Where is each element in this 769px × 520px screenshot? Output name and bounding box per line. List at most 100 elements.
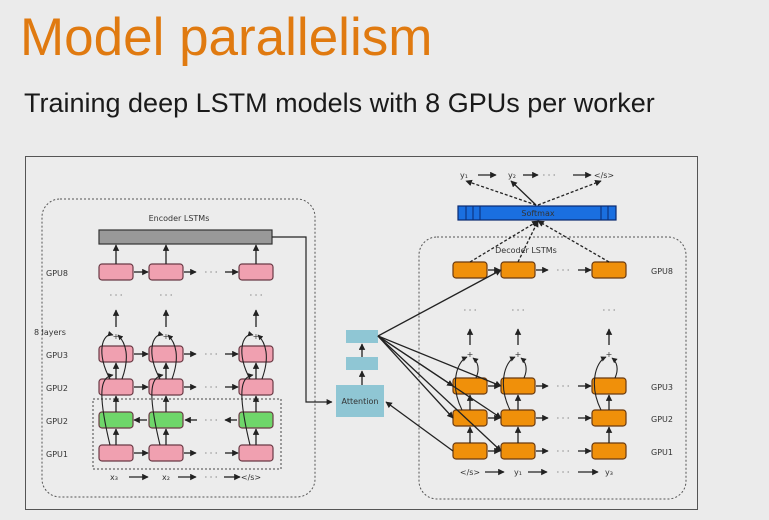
encoder-ellipsis: · · ·: [205, 268, 218, 277]
encoder-lstm-cell: [148, 345, 184, 363]
decoder-sum-node: +: [606, 350, 613, 359]
encoder-residual-connection: [241, 373, 254, 446]
decoder-lstm-cell: [452, 442, 488, 460]
output-token: </s>: [594, 171, 614, 180]
decoder-gpu-label: GPU3: [651, 383, 673, 392]
attention-context-line: [377, 269, 502, 337]
output-token: y₂: [508, 171, 516, 180]
encoder-residual-connection: [117, 334, 127, 380]
decoder-lstm-cell: [500, 261, 536, 279]
decoder-ellipsis: · · ·: [557, 414, 570, 423]
attention-label: Attention: [342, 397, 379, 406]
softmax-to-output-line: [537, 180, 602, 206]
encoder-output-bar: [98, 229, 273, 245]
encoder-input-token: </s>: [241, 473, 261, 482]
decoder-to-softmax-line: [469, 220, 539, 263]
decoder-to-softmax-line: [517, 220, 539, 263]
decoder-lstm-cell: [591, 442, 627, 460]
decoder-container: [418, 236, 687, 500]
encoder-input-token: x₃: [110, 473, 118, 482]
decoder-residual-connection: [520, 357, 527, 379]
encoder-lstm-cell: [148, 444, 184, 462]
encoder-gpu-label: GPU1: [46, 450, 68, 459]
encoder-residual-connection: [101, 373, 114, 446]
encoder-lstm-cell: [238, 263, 274, 281]
softmax-to-output-line: [510, 180, 537, 206]
encoder-vertical-ellipsis: · · ·: [110, 291, 123, 300]
output-token: · · ·: [543, 171, 556, 180]
decoder-input-token: y₃: [605, 468, 613, 477]
encoder-gpu-label: GPU8: [46, 269, 68, 278]
encoder-gpu-label: GPU2: [46, 384, 68, 393]
decoder-vertical-ellipsis: · · ·: [603, 306, 616, 315]
encoder-to-attention-connector: [272, 236, 333, 405]
encoder-vertical-ellipsis: · · ·: [250, 291, 263, 300]
decoder-sum-node: +: [467, 350, 474, 359]
encoder-label: Encoder LSTMs: [149, 214, 210, 223]
encoder-ellipsis: · · ·: [205, 449, 218, 458]
attention-context-line: [377, 335, 454, 419]
encoder-ellipsis: · · ·: [205, 416, 218, 425]
decoder-to-softmax-line: [537, 220, 610, 263]
decoder-lstm-cell: [591, 377, 627, 395]
decoder-residual-connection: [454, 356, 468, 411]
encoder-lstm-cell: [238, 444, 274, 462]
encoder-sum-node: +: [163, 332, 170, 341]
encoder-gpu-label: GPU2: [46, 417, 68, 426]
decoder-lstm-cell: [591, 261, 627, 279]
output-token: y₁: [460, 171, 468, 180]
decoder-input-token: · · ·: [557, 468, 570, 477]
decoder-vertical-ellipsis: · · ·: [512, 306, 525, 315]
slide-subtitle: Training deep LSTM models with 8 GPUs pe…: [24, 88, 655, 118]
decoder-gpu-label: GPU8: [651, 267, 673, 276]
encoder-lstm-cell: [98, 444, 134, 462]
decoder-residual-connection: [611, 357, 618, 379]
slide-title: Model parallelism: [20, 8, 433, 67]
attention-context-line: [377, 335, 502, 452]
decoder-gpu-label: GPU1: [651, 448, 673, 457]
encoder-residual-connection: [241, 331, 254, 380]
encoder-lstm-cell: [98, 263, 134, 281]
decoder-sum-node: +: [515, 350, 522, 359]
decoder-input-token: </s>: [460, 468, 480, 477]
encoder-residual-connection: [151, 331, 164, 380]
encoder-lstm-cell: [98, 345, 134, 363]
encoder-lstm-cell: [148, 263, 184, 281]
decoder-to-attention-line: [385, 401, 454, 452]
decoder-ellipsis: · · ·: [557, 266, 570, 275]
attention-layer-3: [346, 330, 378, 343]
attention-context-line: [377, 335, 454, 387]
encoder-ellipsis: · · ·: [205, 383, 218, 392]
encoder-residual-connection: [151, 373, 164, 446]
decoder-gpu-label: GPU2: [651, 415, 673, 424]
attention-context-line: [377, 335, 502, 387]
encoder-gpu-label: GPU3: [46, 351, 68, 360]
decoder-lstm-cell: [452, 261, 488, 279]
encoder-sum-node: +: [113, 332, 120, 341]
encoder-lstm-cell: [238, 345, 274, 363]
decoder-lstm-cell: [500, 442, 536, 460]
attention-block: [336, 385, 384, 417]
encoder-residual-connection: [257, 334, 267, 380]
encoder-layers-label: 8 layers: [34, 328, 66, 337]
decoder-vertical-ellipsis: · · ·: [464, 306, 477, 315]
decoder-lstm-cell: [452, 377, 488, 395]
encoder-sum-node: +: [253, 332, 260, 341]
encoder-input-token: x₂: [162, 473, 170, 482]
encoder-container: [41, 198, 316, 498]
encoder-input-token: · · ·: [205, 473, 218, 482]
decoder-label: Decoder LSTMs: [495, 246, 557, 255]
attention-layer-2: [346, 357, 378, 370]
decoder-lstm-cell: [500, 409, 536, 427]
decoder-ellipsis: · · ·: [557, 447, 570, 456]
softmax-label: Softmax: [521, 209, 554, 218]
softmax-to-output-line: [465, 179, 537, 206]
softmax-bar: [457, 205, 617, 221]
decoder-lstm-cell: [500, 377, 536, 395]
encoder-residual-connection: [101, 331, 114, 380]
decoder-residual-connection: [502, 356, 516, 411]
decoder-input-token: y₁: [514, 468, 522, 477]
bidirectional-group-box: [92, 398, 282, 470]
